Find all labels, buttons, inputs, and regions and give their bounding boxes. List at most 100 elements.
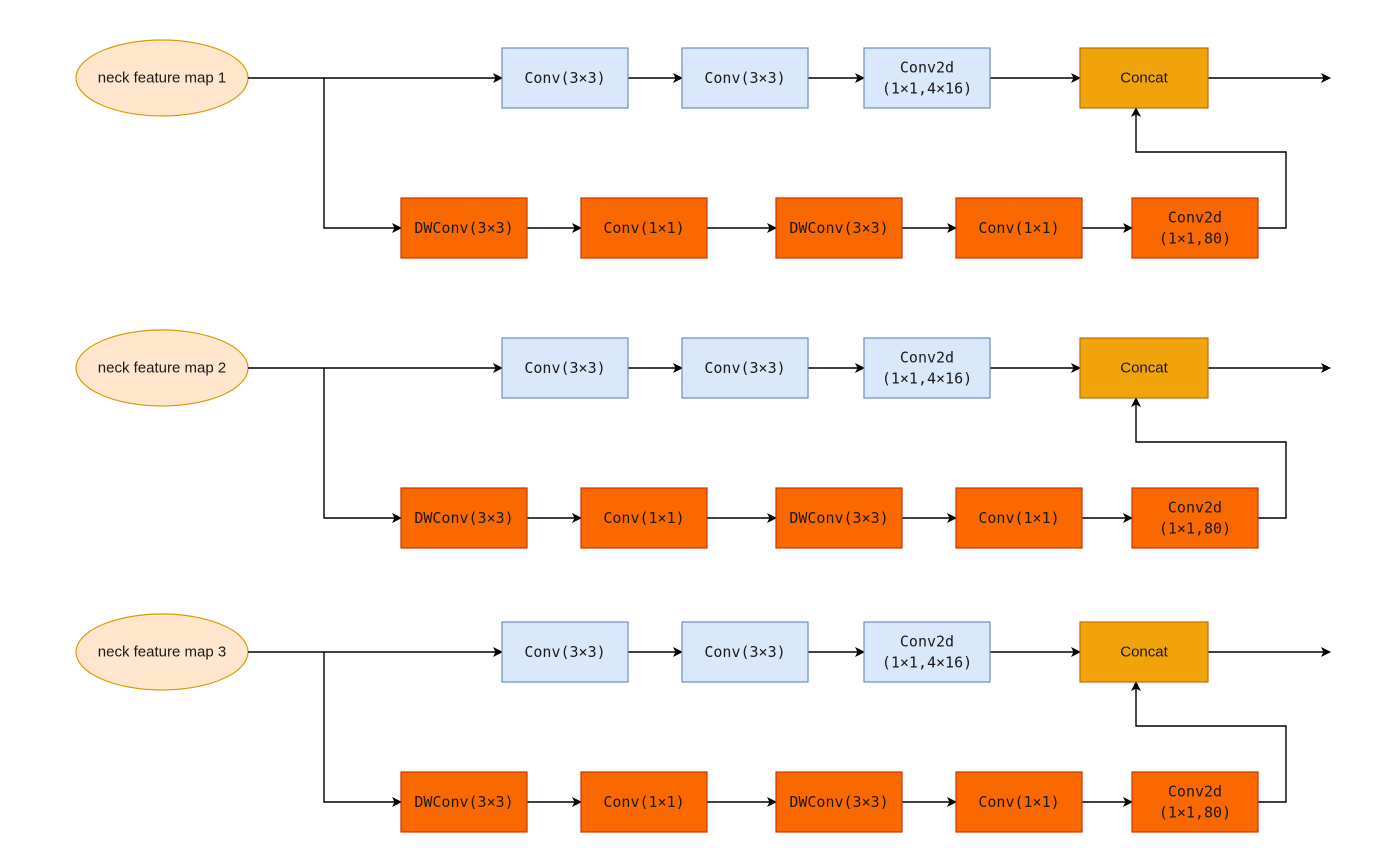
bottom-branch-node-label: Conv(1×1) [603,793,684,811]
head-row-1: neck feature map 1 [75,39,1331,233]
edge-input-to-bottom [323,78,402,233]
edge-return-to-concat [1131,107,1287,229]
top-branch-node: Conv(3×3) [681,621,809,683]
top-branch-node-label: Conv(3×3) [524,359,605,377]
bottom-branch-node-shape [775,771,903,833]
top-branch-node-shape [681,337,809,399]
bottom-branch-node-shape [955,487,1083,549]
bottom-branch-node-label: DWConv(3×3) [414,219,513,237]
edge-input-to-bottom [323,652,402,807]
concat-node: Concat [1079,621,1209,683]
bottom-branch-node-label: Conv(1×1) [603,219,684,237]
top-branch-node-label: (1×1,4×16) [882,654,972,672]
top-branch-node-label: Conv(3×3) [704,69,785,87]
bottom-branch-node-shape [580,487,708,549]
top-branch-node-shape [501,337,629,399]
head-row-3: neck feature map 3 [75,613,1331,807]
top-branch-node-label: Conv2d [900,59,954,77]
bottom-branch-node: DWConv(3×3) [775,771,903,833]
bottom-branch-node: Conv(1×1) [955,487,1083,549]
top-branch-node: Conv(3×3) [501,621,629,683]
top-branch-node-label: (1×1,4×16) [882,80,972,98]
bottom-branch-node-shape [580,771,708,833]
bottom-branch-node-shape [400,487,528,549]
top-branch-node-shape [863,47,991,109]
top-branch-node-label: Conv2d [900,349,954,367]
input-node-label: neck feature map 3 [98,644,226,661]
bottom-branch-node-shape [400,771,528,833]
concat-node: Concat [1079,337,1209,399]
bottom-branch-node-shape [580,197,708,259]
bottom-branch-node: Conv2d (1×1,80) [1131,197,1259,259]
concat-node-shape [1079,337,1209,399]
top-branch-node-shape [863,621,991,683]
bottom-branch-node-label: (1×1,80) [1159,230,1231,248]
concat-node-label: Concat [1120,644,1168,661]
input-node: neck feature map 2 [75,329,249,407]
bottom-branch-node-label: Conv2d [1168,209,1222,227]
top-branch-node-label: Conv(3×3) [704,643,785,661]
bottom-branch-node-label: DWConv(3×3) [789,219,888,237]
bottom-branch-node-label: (1×1,80) [1159,520,1231,538]
bottom-branch-node-label: DWConv(3×3) [789,509,888,527]
head-row-2: neck feature map 2 [75,329,1331,523]
top-branch-node: Conv(3×3) [681,337,809,399]
input-node-label: neck feature map 1 [98,70,226,87]
bottom-branch-node: Conv(1×1) [955,771,1083,833]
bottom-branch-node-shape [955,197,1083,259]
bottom-branch-node-shape [955,771,1083,833]
top-branch-node-label: Conv(3×3) [704,359,785,377]
bottom-branch-node-label: (1×1,80) [1159,804,1231,822]
top-branch-node: Conv(3×3) [501,337,629,399]
top-branch-node-shape [501,621,629,683]
bottom-branch-node-label: DWConv(3×3) [414,793,513,811]
top-branch-node: Conv2d (1×1,4×16) [863,47,991,109]
bottom-branch-node: DWConv(3×3) [400,197,528,259]
bottom-branch-node-label: Conv2d [1168,499,1222,517]
bottom-branch-node: Conv(1×1) [580,197,708,259]
top-branch-node-shape [681,47,809,109]
concat-node-label: Concat [1120,70,1168,87]
bottom-branch-node-label: Conv(1×1) [978,793,1059,811]
edge-return-to-concat [1131,397,1287,519]
input-node-label: neck feature map 2 [98,360,226,377]
bottom-branch-node: Conv2d (1×1,80) [1131,487,1259,549]
top-branch-node-label: Conv(3×3) [524,643,605,661]
concat-node-shape [1079,621,1209,683]
top-branch-node-label: (1×1,4×16) [882,370,972,388]
top-branch-node-shape [863,337,991,399]
bottom-branch-node-label: Conv(1×1) [978,219,1059,237]
top-branch-node: Conv(3×3) [681,47,809,109]
top-branch-node-label: Conv2d [900,633,954,651]
bottom-branch-node-shape [400,197,528,259]
concat-node-shape [1079,47,1209,109]
top-branch-node: Conv2d (1×1,4×16) [863,337,991,399]
top-branch-node-label: Conv(3×3) [524,69,605,87]
bottom-branch-node-shape [775,197,903,259]
bottom-branch-node-label: DWConv(3×3) [414,509,513,527]
bottom-branch-node: Conv2d (1×1,80) [1131,771,1259,833]
bottom-branch-node: Conv(1×1) [580,487,708,549]
bottom-branch-node-label: Conv2d [1168,783,1222,801]
bottom-branch-node: DWConv(3×3) [400,487,528,549]
concat-node: Concat [1079,47,1209,109]
bottom-branch-node: Conv(1×1) [580,771,708,833]
edge-return-to-concat [1131,681,1287,803]
bottom-branch-node: DWConv(3×3) [400,771,528,833]
bottom-branch-node: Conv(1×1) [955,197,1083,259]
concat-node-label: Concat [1120,360,1168,377]
bottom-branch-node-shape [1131,197,1259,259]
bottom-branch-node-label: Conv(1×1) [978,509,1059,527]
top-branch-node-shape [681,621,809,683]
bottom-branch-node-label: DWConv(3×3) [789,793,888,811]
bottom-branch-node: DWConv(3×3) [775,487,903,549]
top-branch-node: Conv(3×3) [501,47,629,109]
input-node: neck feature map 1 [75,39,249,117]
bottom-branch-node-label: Conv(1×1) [603,509,684,527]
bottom-branch-node: DWConv(3×3) [775,197,903,259]
bottom-branch-node-shape [1131,771,1259,833]
top-branch-node: Conv2d (1×1,4×16) [863,621,991,683]
bottom-branch-node-shape [775,487,903,549]
input-node: neck feature map 3 [75,613,249,691]
